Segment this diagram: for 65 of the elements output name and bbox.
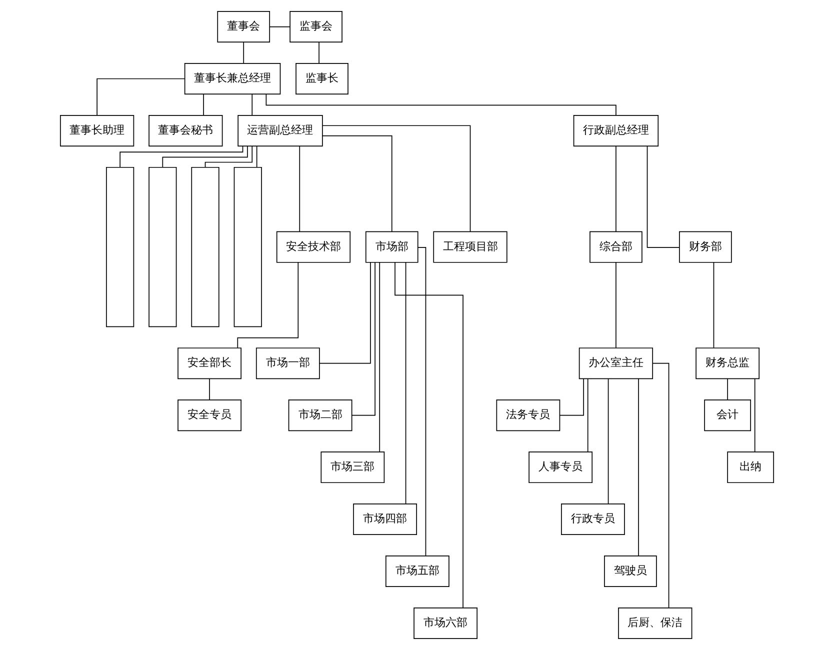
node-box: 办公室主任 [578, 348, 654, 380]
connector [608, 378, 609, 504]
node-box: 董事会 [217, 11, 270, 43]
connector [319, 262, 371, 364]
node-box: 人事专员 [528, 452, 593, 484]
node-box [106, 166, 134, 328]
node-box: 董事长兼总经理 [184, 63, 281, 95]
node-box: 市场三部 [320, 452, 385, 484]
node-box: 出纳 [727, 452, 774, 484]
connector [638, 378, 639, 556]
node-box: 安全部长 [178, 348, 242, 380]
connector [559, 378, 584, 416]
node-box [234, 166, 262, 328]
node-box: 监事会 [290, 11, 342, 43]
connector [379, 262, 380, 452]
connector [646, 146, 680, 248]
connector [269, 26, 290, 28]
node-box: 市场一部 [256, 348, 320, 380]
node-box: 行政副总经理 [573, 114, 659, 146]
node-box: 行政专员 [561, 504, 625, 536]
connector [322, 135, 392, 232]
node-box [191, 166, 220, 328]
node-box: 工程项目部 [433, 231, 508, 263]
node-box: 会计 [704, 400, 751, 432]
connector [318, 42, 320, 64]
node-box: 董事长助理 [60, 114, 134, 146]
node-box: 财务总监 [696, 348, 760, 380]
node-box: 市场四部 [353, 504, 417, 536]
node-box: 市场部 [365, 231, 418, 263]
connector [417, 247, 426, 556]
connector [252, 94, 253, 116]
node-box: 安全专员 [178, 400, 242, 432]
node-box [148, 166, 177, 328]
connector [96, 78, 186, 116]
connector [162, 146, 248, 168]
node-box: 运营副总经理 [238, 114, 323, 146]
node-box: 后厨、保洁 [618, 607, 692, 639]
connector [243, 42, 244, 64]
node-box: 监事长 [296, 63, 348, 95]
connector [322, 125, 471, 232]
connector [299, 146, 300, 232]
node-box: 驾驶员 [604, 555, 657, 587]
connector [266, 94, 616, 116]
connector [120, 146, 244, 168]
node-box: 安全技术部 [276, 231, 351, 263]
connector [754, 378, 756, 452]
node-box: 市场二部 [288, 400, 352, 432]
node-box: 董事会秘书 [148, 114, 223, 146]
connector [256, 146, 258, 168]
connector [237, 262, 299, 348]
connector [727, 378, 728, 400]
connector [405, 262, 406, 504]
connector [587, 378, 588, 452]
node-box: 法务专员 [496, 400, 560, 432]
connector [351, 262, 376, 416]
connector [204, 146, 253, 168]
connector [652, 362, 670, 608]
node-box: 综合部 [590, 231, 642, 263]
connector [203, 94, 204, 116]
node-box: 财务部 [679, 231, 732, 263]
connector [394, 262, 464, 608]
node-box: 市场五部 [385, 555, 450, 587]
connector [209, 378, 210, 400]
node-box: 市场六部 [414, 607, 478, 639]
connector [713, 262, 714, 348]
